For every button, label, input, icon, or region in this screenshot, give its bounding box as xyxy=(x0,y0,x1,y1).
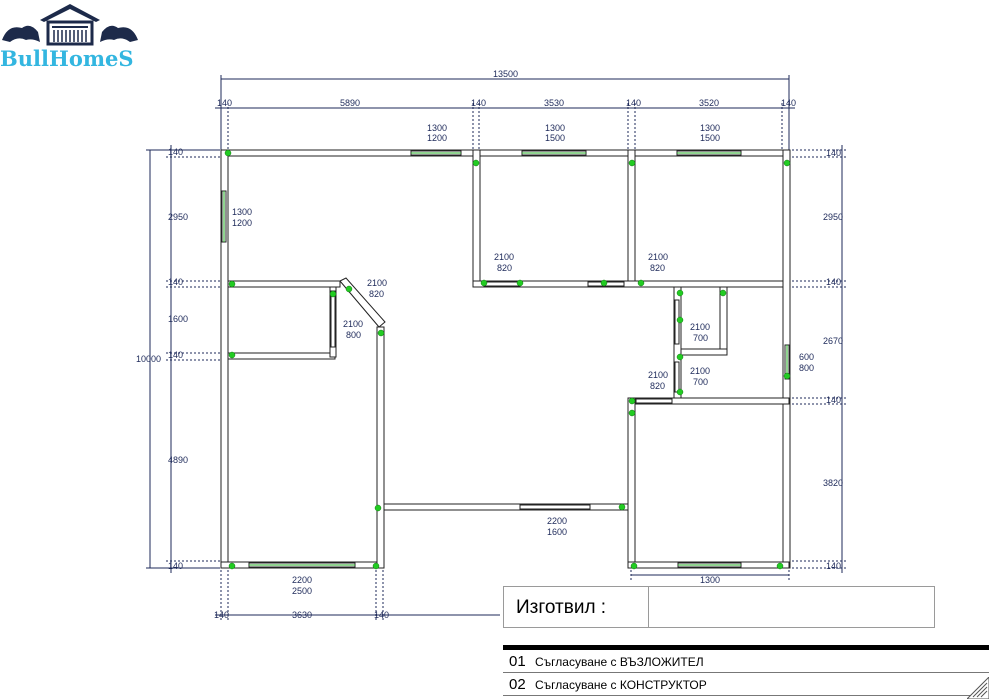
approval-number: 02 xyxy=(509,676,526,693)
dim-left-5: 4890 xyxy=(168,455,188,465)
door-label-h: 2100 xyxy=(367,278,387,288)
dim-left-total: 10000 xyxy=(136,354,161,364)
dim-left-3: 1600 xyxy=(168,314,188,324)
dim-left-6: 140 xyxy=(168,561,183,571)
dimension-labels: 13500 140 5890 140 3530 140 3520 140 140… xyxy=(136,69,843,620)
window-label-w: 2500 xyxy=(292,586,312,596)
dim-top-4: 140 xyxy=(626,98,641,108)
door-label-h: 2100 xyxy=(690,366,710,376)
bull-house-icon xyxy=(2,4,138,46)
bullhomes-logo: BullHomeS xyxy=(0,0,140,72)
window-label-h: 1300 xyxy=(700,123,720,133)
dim-right-4: 140 xyxy=(826,395,841,405)
logo-text: BullHomeS xyxy=(0,46,134,71)
door-label-h: 2100 xyxy=(494,252,514,262)
approval-text: Съгласуване с ВЪЗЛОЖИТЕЛ xyxy=(535,655,704,669)
dim-right-5: 3820 xyxy=(823,478,843,488)
dim-bottom-2: 140 xyxy=(374,610,389,620)
door-label-w: 820 xyxy=(650,381,665,391)
door-label-w: 820 xyxy=(369,289,384,299)
door-label-w: 820 xyxy=(650,263,665,273)
window-label-w: 1500 xyxy=(545,133,565,143)
dim-top-0: 140 xyxy=(217,98,232,108)
divider xyxy=(503,645,989,650)
corner-arrow-icon xyxy=(967,677,989,699)
approval-row: 01 Съгласуване с ВЪЗЛОЖИТЕЛ xyxy=(503,651,989,673)
door-label-h: 2100 xyxy=(648,252,668,262)
dim-bottom-1: 3630 xyxy=(292,610,312,620)
dim-right-0: 140 xyxy=(826,148,841,158)
window-label-h: 1300 xyxy=(545,123,565,133)
approval-text: Съгласуване с КОНСТРУКТОР xyxy=(535,678,707,692)
door-label-h: 2100 xyxy=(690,322,710,332)
dim-top-5: 3520 xyxy=(699,98,719,108)
dim-left-0: 140 xyxy=(168,147,183,157)
dim-top-3: 3530 xyxy=(544,98,564,108)
approval-row: 02 Съгласуване с КОНСТРУКТОР xyxy=(503,674,989,696)
dim-right-3: 2670 xyxy=(823,336,843,346)
approvals-table: 01 Съгласуване с ВЪЗЛОЖИТЕЛ 02 Съгласува… xyxy=(503,645,989,699)
window-label-h: 1300 xyxy=(700,575,720,585)
window-label-h: 600 xyxy=(799,352,814,362)
approval-number: 01 xyxy=(509,653,526,670)
prepared-by-box: Изготвил : xyxy=(503,586,935,628)
window-label-h: 2200 xyxy=(292,575,312,585)
window-label-h: 2200 xyxy=(547,516,567,526)
dim-right-6: 140 xyxy=(826,561,841,571)
dim-right-1: 2950 xyxy=(823,212,843,222)
dim-top-total: 13500 xyxy=(493,69,518,79)
door-label-h: 2100 xyxy=(343,319,363,329)
divider xyxy=(648,587,649,627)
window-label-w: 1600 xyxy=(547,527,567,537)
wall-nodes xyxy=(224,149,791,570)
dim-top-2: 140 xyxy=(471,98,486,108)
dim-left-2: 140 xyxy=(168,277,183,287)
door-label-w: 700 xyxy=(693,377,708,387)
dim-left-4: 140 xyxy=(168,350,183,360)
window-label-w: 1200 xyxy=(427,133,447,143)
window-label-h: 1300 xyxy=(232,207,252,217)
dimension-lines xyxy=(146,75,848,620)
door-label-w: 820 xyxy=(497,263,512,273)
dim-top-6: 140 xyxy=(781,98,796,108)
door-label-w: 700 xyxy=(693,333,708,343)
dim-top-1: 5890 xyxy=(340,98,360,108)
window-label-w: 800 xyxy=(799,363,814,373)
openings xyxy=(221,150,790,568)
window-label-w: 1500 xyxy=(700,133,720,143)
window-label-w: 1200 xyxy=(232,218,252,228)
dim-right-2: 140 xyxy=(826,277,841,287)
dim-bottom-0: 140 xyxy=(214,610,229,620)
dim-left-1: 2950 xyxy=(168,212,188,222)
window-label-h: 1300 xyxy=(427,123,447,133)
prepared-by-label: Изготвил : xyxy=(516,597,607,618)
door-label-w: 800 xyxy=(346,330,361,340)
walls xyxy=(220,149,791,569)
door-label-h: 2100 xyxy=(648,370,668,380)
